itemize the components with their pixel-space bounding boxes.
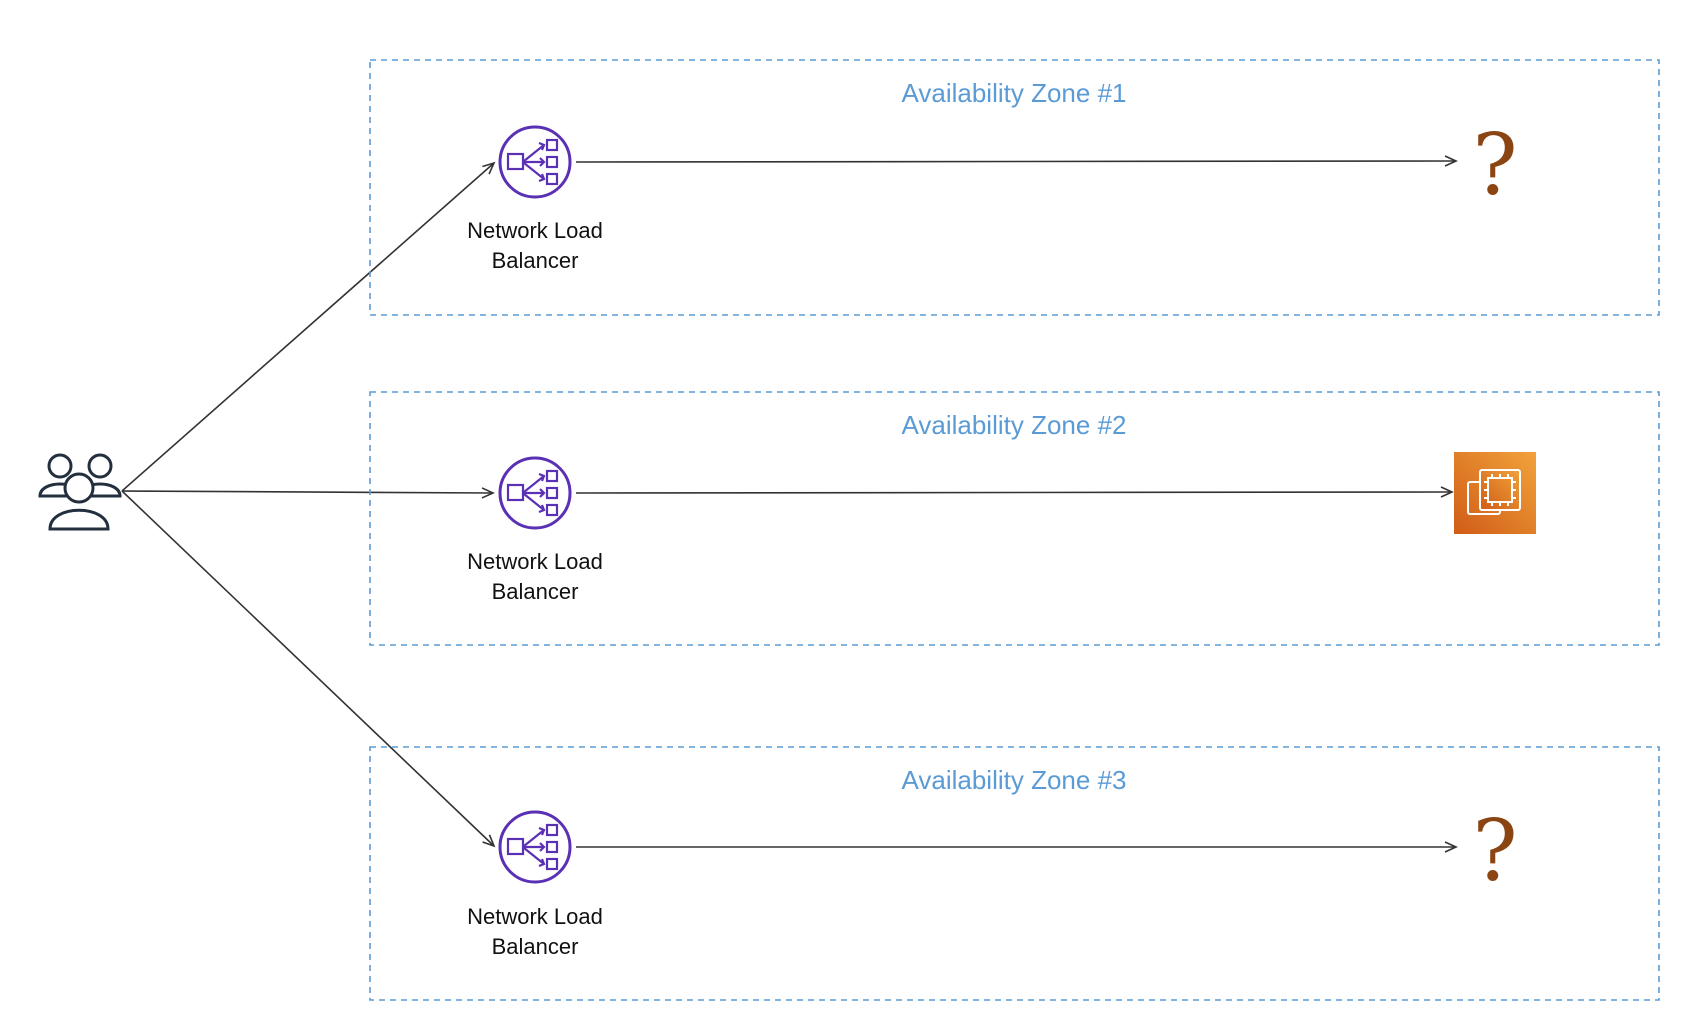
availability-zone-2: Availability Zone #2 Network Load Balanc… (369, 391, 1660, 646)
nlb-3-label-line1: Network Load (467, 904, 603, 929)
connector-nlb-1-to-target (575, 155, 1458, 167)
nlb-1-label-line1: Network Load (467, 218, 603, 243)
availability-zone-3: Availability Zone #3 Network Load Balanc… (369, 746, 1660, 1001)
nlb-3-label-line2: Balancer (492, 934, 579, 959)
unknown-target-1-question-mark: ? (1472, 116, 1517, 214)
zone-2-title: Availability Zone #2 (902, 410, 1127, 440)
nlb-2-label-line2: Balancer (492, 579, 579, 604)
nlb-1-label-line2: Balancer (492, 248, 579, 273)
users-group-icon (38, 453, 122, 531)
zone-1-boundary (369, 59, 1660, 316)
network-load-balancer-icon (498, 810, 572, 884)
unknown-target-3-question-mark: ? (1472, 802, 1517, 900)
nlb-2-label-line1: Network Load (467, 549, 603, 574)
zone-3-title: Availability Zone #3 (902, 765, 1127, 795)
connector-nlb-2-to-target (575, 486, 1454, 498)
connector-users-to-nlb-2 (121, 487, 495, 499)
ec2-instance-icon (1454, 452, 1536, 534)
connector-users-to-nlb-1 (121, 161, 496, 492)
connector-users-to-nlb-3 (121, 490, 496, 848)
zone-1-title: Availability Zone #1 (902, 78, 1127, 108)
network-load-balancer-icon (498, 125, 572, 199)
user-connectors (121, 161, 496, 848)
network-load-balancer-icon (498, 456, 572, 530)
availability-zone-1: Availability Zone #1 Network Load Balanc… (369, 59, 1660, 316)
